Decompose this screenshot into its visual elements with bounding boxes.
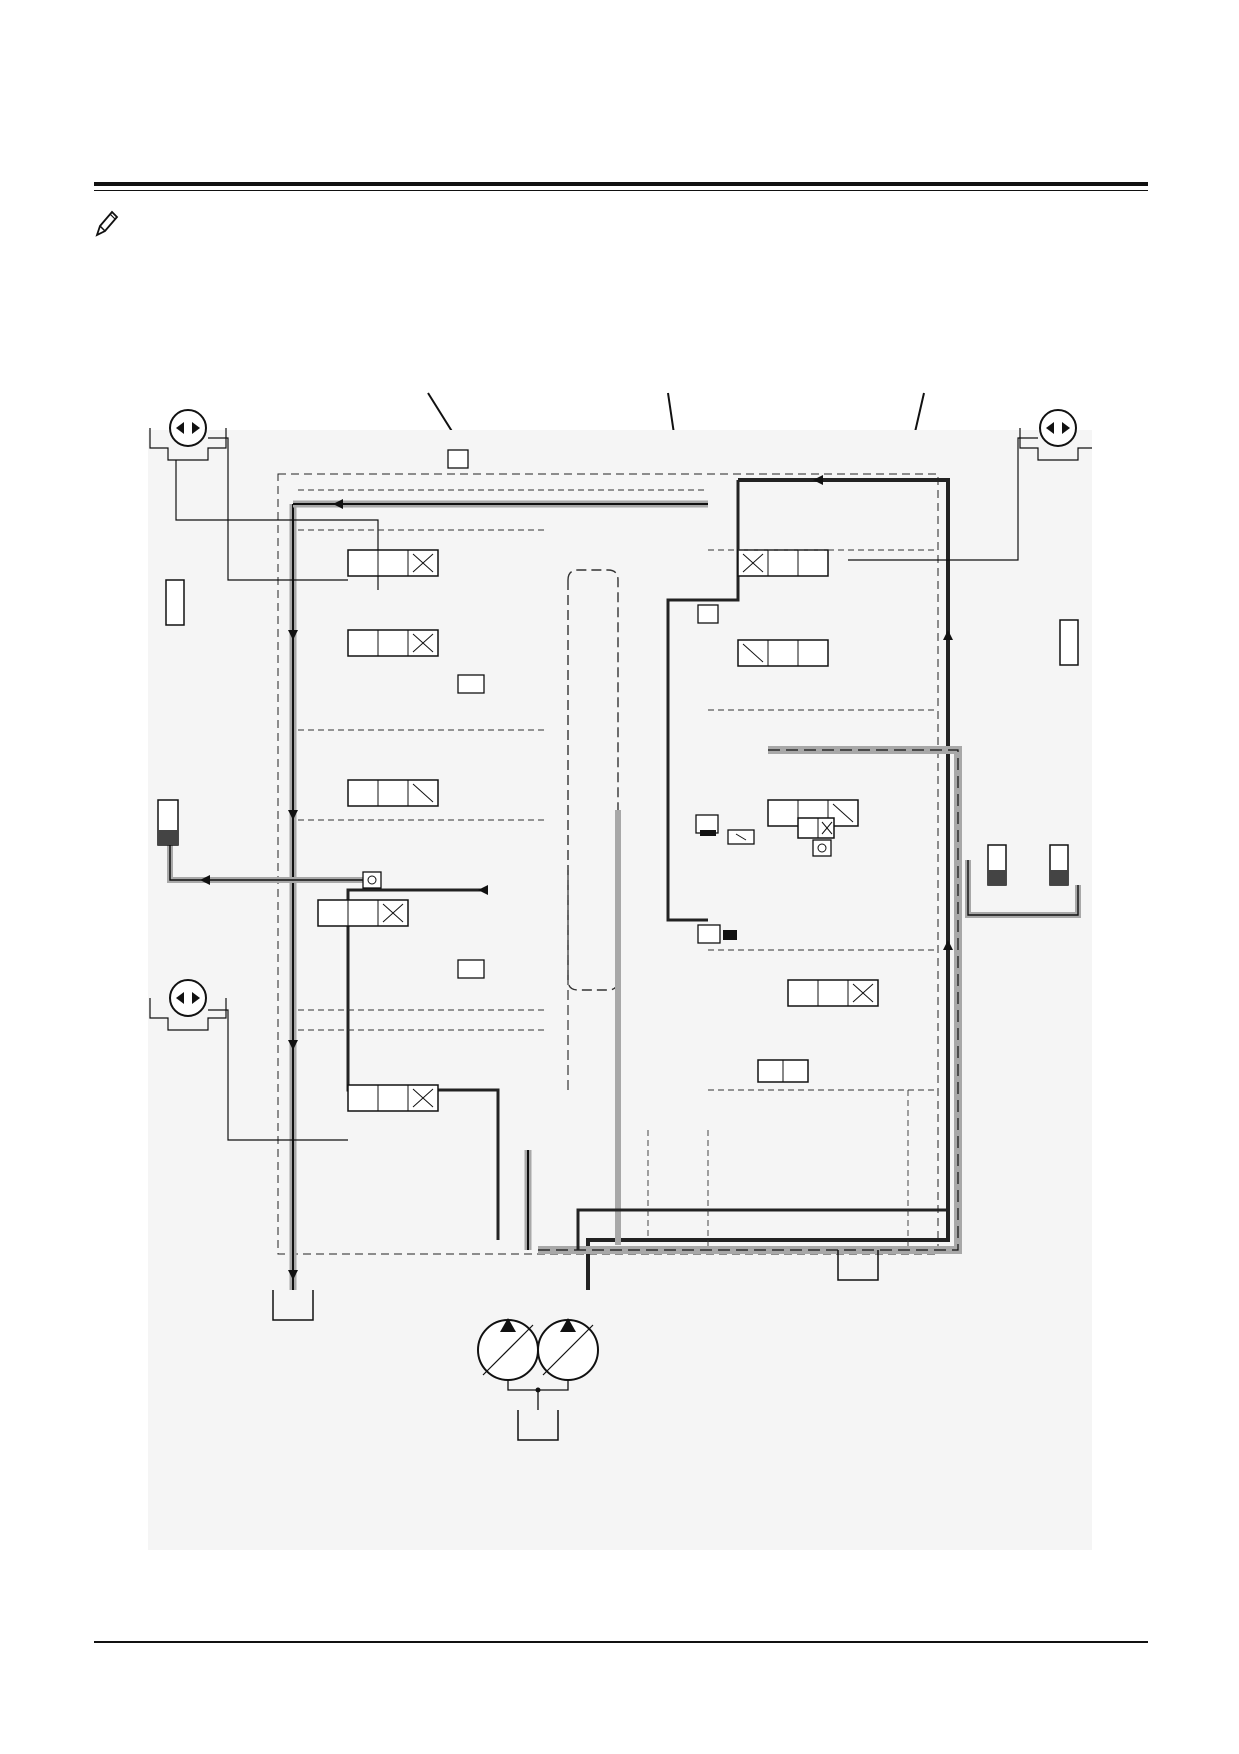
motor-line <box>208 437 348 581</box>
check-valve-icon <box>727 829 755 845</box>
check-valve-icon <box>812 839 832 857</box>
left-cylinder-line-core <box>169 830 368 881</box>
flow-arrow <box>333 499 343 509</box>
center-passage <box>567 569 619 991</box>
flow-arrow <box>813 475 823 485</box>
flow-arrow <box>288 1040 298 1050</box>
variable-displacement-pump-icon <box>537 1318 599 1381</box>
hydraulic-cylinder-icon <box>1049 844 1069 886</box>
drain-line <box>647 1090 909 1250</box>
variable-displacement-pump-icon <box>477 1318 539 1381</box>
motor-line <box>848 437 1038 561</box>
shuttle-valve-icon <box>797 817 835 839</box>
hydraulic-cylinder-icon <box>987 844 1007 886</box>
directional-control-valve-icon <box>347 549 439 577</box>
hydraulic-cylinder-icon <box>1059 619 1079 666</box>
pilot-line <box>298 489 938 1091</box>
directional-control-valve-icon <box>347 629 439 657</box>
hydraulic-cylinder-icon <box>157 799 179 846</box>
flow-arrow <box>288 810 298 820</box>
flow-arrow <box>943 940 953 950</box>
check-valve-icon <box>362 871 382 889</box>
relief-valve-icon <box>695 814 719 836</box>
tank-icon <box>837 1250 879 1281</box>
flow-arrow <box>288 1270 298 1280</box>
header-rule <box>94 182 1148 186</box>
relief-valve-icon <box>697 924 737 944</box>
flow-arrow <box>943 630 953 640</box>
right-cylinder-line <box>967 860 1079 916</box>
directional-control-valve-icon <box>347 779 439 807</box>
hydraulic-motor-icon <box>149 409 227 461</box>
pump-1-pressure-line <box>586 478 950 1290</box>
tank-icon <box>517 1410 559 1441</box>
hydraulic-schematic <box>148 409 1092 1550</box>
directional-control-valve-icon <box>737 549 829 577</box>
pump-1-supply <box>576 1208 948 1250</box>
hydraulic-motor-icon <box>1019 409 1092 461</box>
directional-control-valve-icon <box>737 639 829 667</box>
directional-control-valve-icon <box>787 979 879 1007</box>
flow-arrow <box>288 630 298 640</box>
relief-valve-icon <box>457 959 485 979</box>
footer-rule <box>94 1641 1148 1643</box>
hydraulic-motor-icon <box>149 979 227 1031</box>
directional-control-valve-icon <box>757 1059 809 1083</box>
relief-valve-icon <box>457 674 485 694</box>
directional-control-valve-icon <box>347 1084 439 1112</box>
pencil-note-icon <box>95 210 119 237</box>
hydraulic-cylinder-icon <box>165 579 185 626</box>
tank-icon <box>272 1290 314 1321</box>
motor-line <box>208 1009 348 1141</box>
pump-2-pressure-line-core <box>538 749 959 1251</box>
flow-arrow <box>478 885 488 895</box>
relief-valve-icon <box>697 604 719 624</box>
relief-valve-icon <box>447 449 469 469</box>
header-rule-thin <box>94 190 1148 191</box>
directional-control-valve-icon <box>317 899 409 927</box>
flow-arrow <box>200 875 210 885</box>
